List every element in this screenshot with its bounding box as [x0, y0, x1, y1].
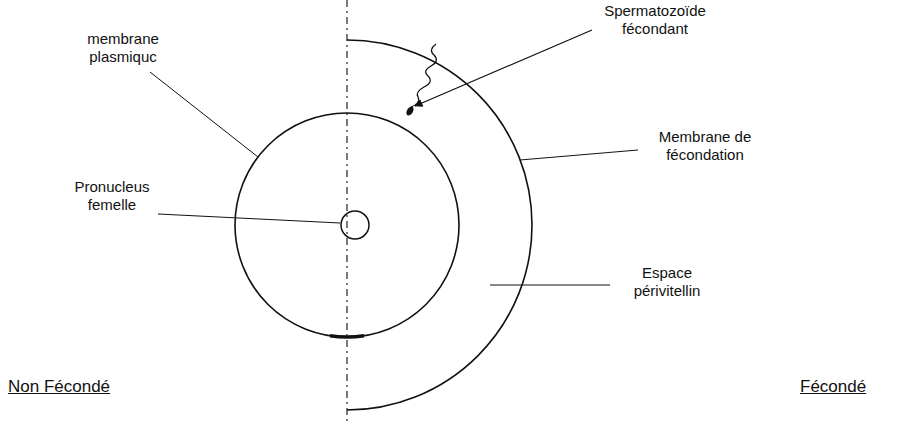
- sperm-tail: [411, 44, 436, 107]
- part-label: Pronucleus femelle: [60, 178, 164, 214]
- part-label: membrane plasmiquc: [66, 30, 180, 66]
- part-label: Membrane de fécondation: [642, 128, 768, 164]
- leader-line: [490, 285, 610, 286]
- leader-arrow: [415, 30, 592, 106]
- leader-line: [520, 150, 638, 160]
- sperm-head: [405, 105, 415, 117]
- leader-line: [150, 72, 258, 157]
- state-label: Fécondé: [800, 378, 866, 396]
- leader-line: [158, 214, 340, 223]
- state-label: Non Fécondé: [8, 378, 110, 396]
- part-label: Espace périvitellin: [614, 264, 720, 300]
- membrane-mark: [330, 336, 364, 337]
- plasma-membrane: [235, 113, 459, 337]
- female-pronucleus: [341, 211, 369, 239]
- part-label: Spermatozoïde fécondant: [592, 2, 718, 38]
